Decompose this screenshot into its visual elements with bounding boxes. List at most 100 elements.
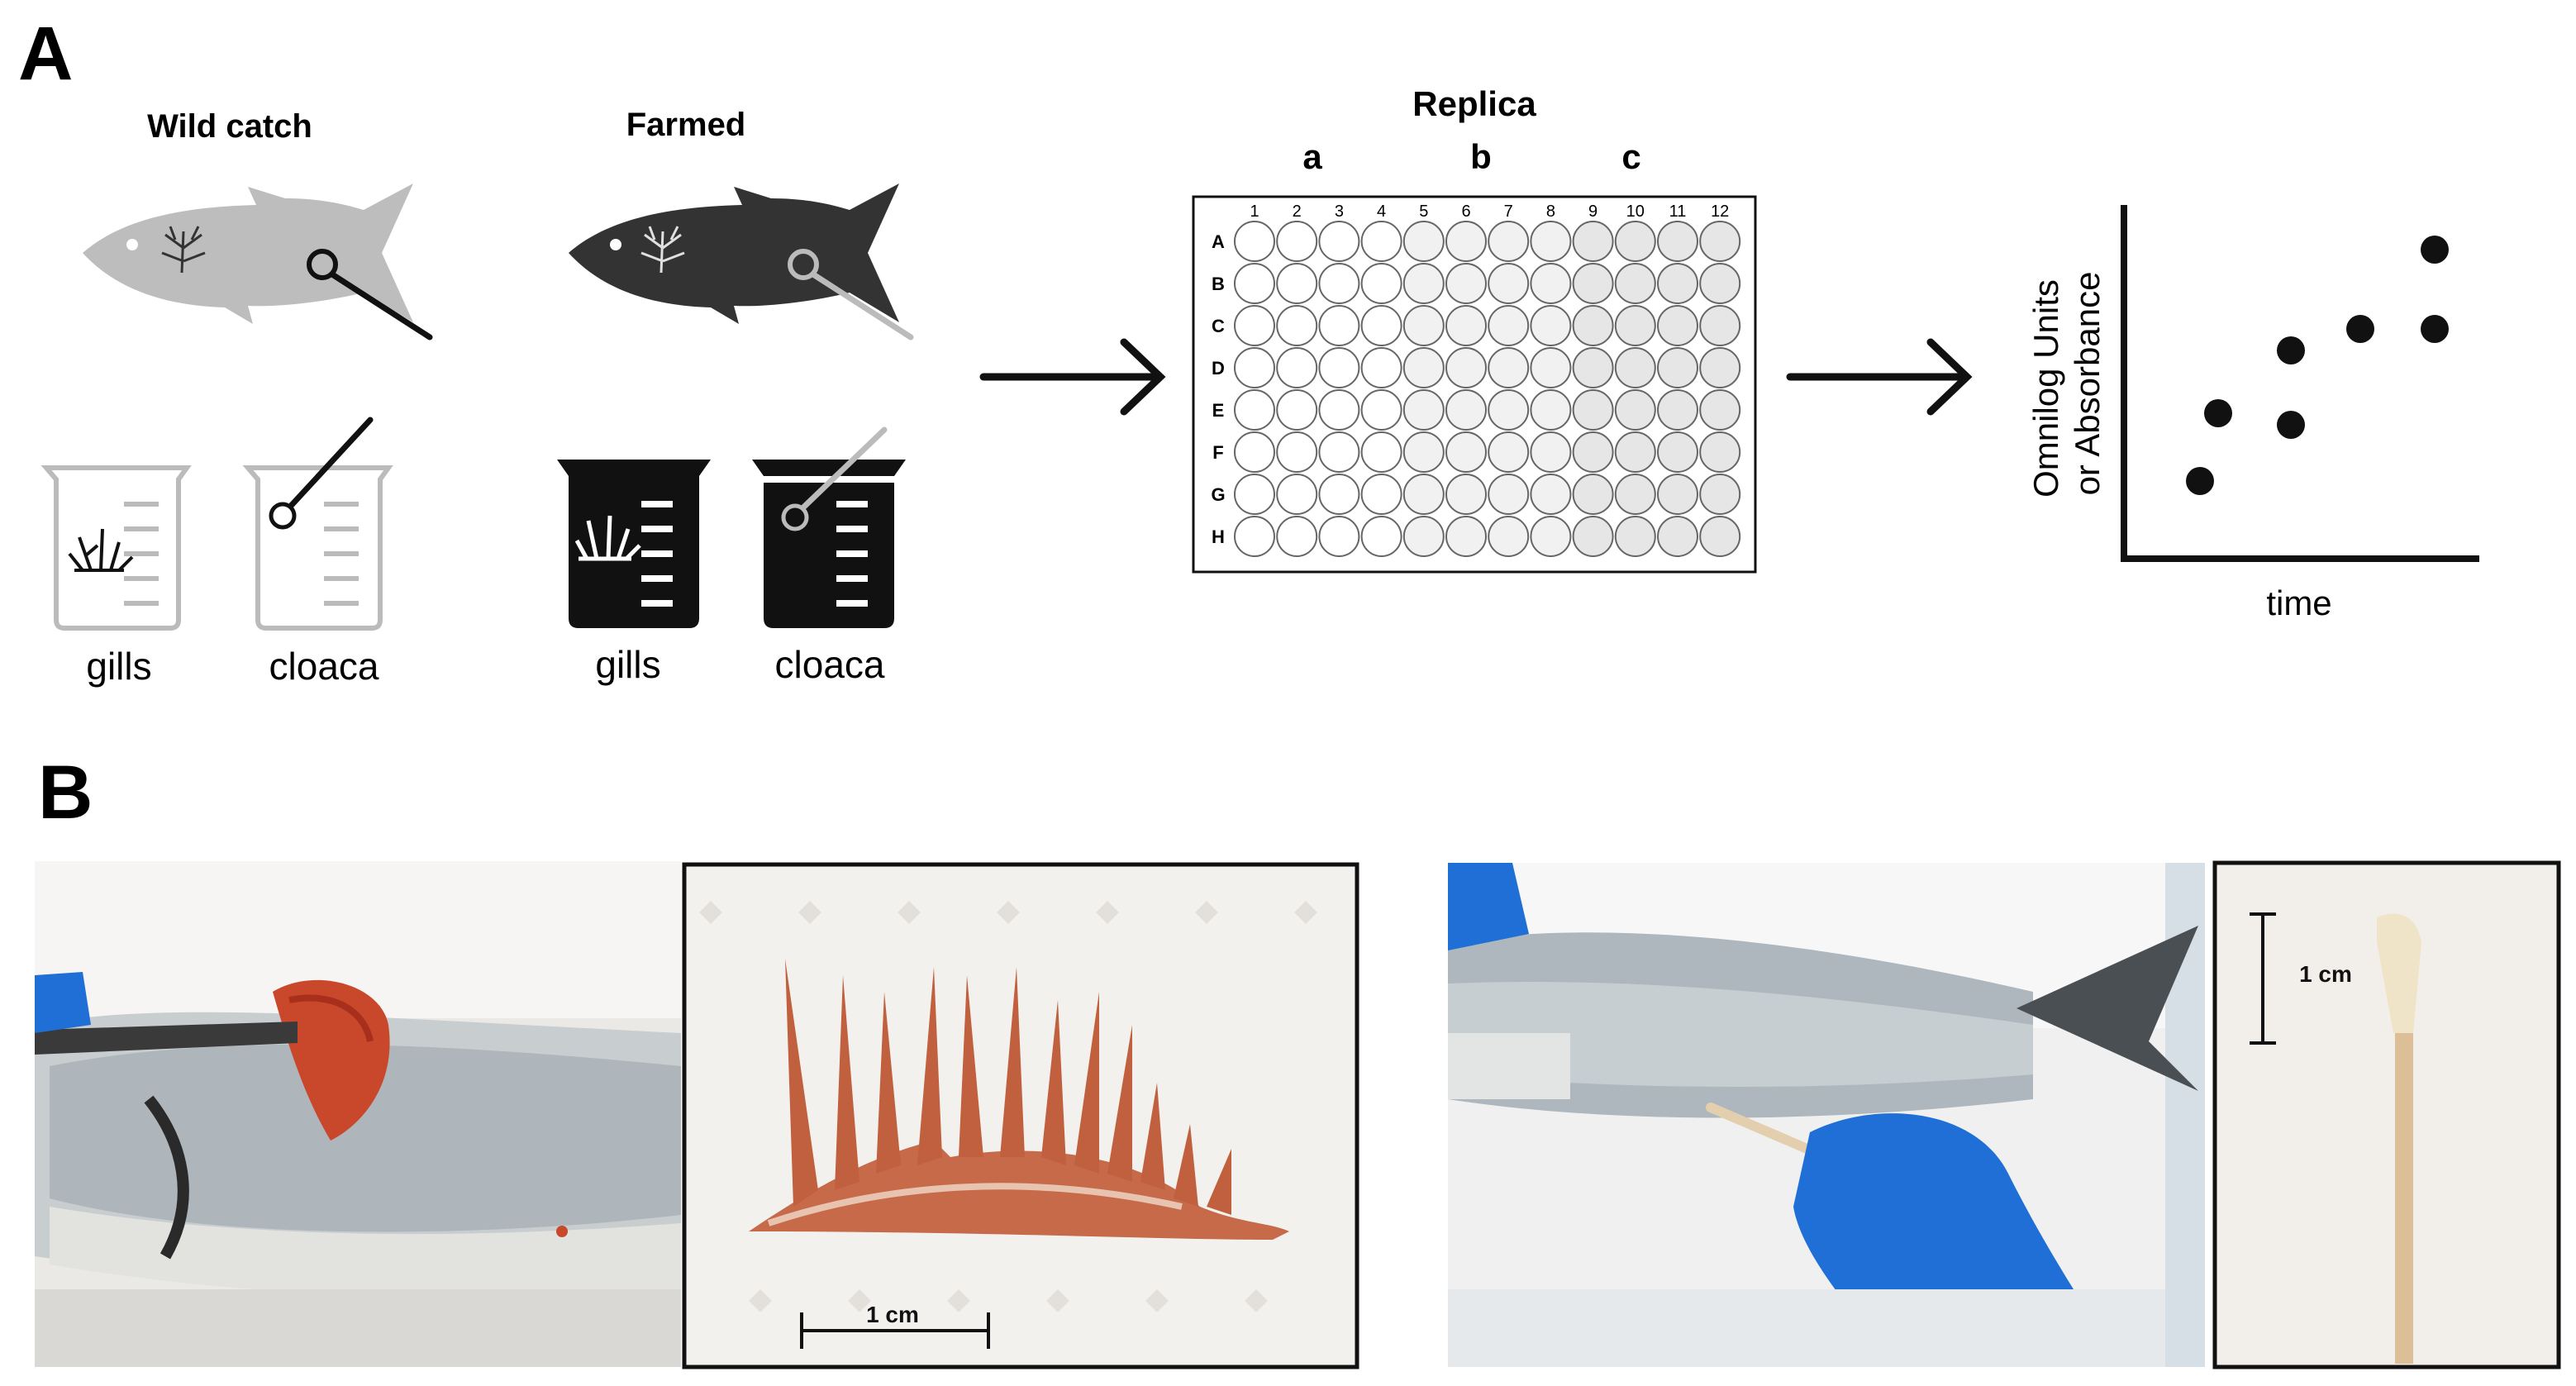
plate-well: [1318, 263, 1360, 304]
plot-point: [2186, 467, 2214, 495]
plate-well: [1445, 474, 1487, 515]
plate-well: [1234, 221, 1275, 262]
plate-well: [1402, 305, 1445, 346]
plate-well: [1318, 347, 1360, 388]
plate-well: [1402, 221, 1445, 262]
plate-well: [1572, 305, 1614, 346]
plate-well: [1488, 516, 1530, 557]
plate-well: [1318, 221, 1360, 262]
plate-well: [1488, 347, 1530, 388]
plate-well: [1318, 516, 1360, 557]
plate-well: [1276, 516, 1318, 557]
plate-well: [1572, 516, 1614, 557]
plate-column-label: 1: [1250, 202, 1259, 221]
plate-well: [1488, 474, 1530, 515]
plate-well: [1276, 431, 1318, 473]
plate-well: [1445, 431, 1487, 473]
plot-point: [2421, 315, 2449, 343]
plot-point: [2421, 236, 2449, 264]
plate-well: [1572, 474, 1614, 515]
plate-column-label: 6: [1461, 202, 1470, 221]
plot-ylabel-line2: or Absorbance: [2068, 272, 2107, 496]
plate-column-label: 7: [1504, 202, 1513, 221]
plate-well: [1445, 263, 1487, 304]
plate-well: [1699, 221, 1741, 262]
plate-well: [1488, 305, 1530, 346]
plate-well: [1614, 221, 1656, 262]
farmed-title: Farmed: [626, 107, 746, 143]
plate-well: [1360, 263, 1402, 304]
plate-well: [1445, 221, 1487, 262]
result-plot: Omnilog Units or Absorbance time: [2026, 205, 2479, 622]
plate-well: [1234, 389, 1275, 431]
wild-gills-beaker-icon: [40, 465, 192, 631]
plate-well: [1699, 347, 1741, 388]
plate-column-label: 3: [1335, 202, 1344, 221]
plate-well: [1530, 347, 1572, 388]
plot-point: [2346, 315, 2374, 343]
plate-well: [1657, 431, 1698, 473]
plate-well: [1657, 474, 1698, 515]
plate-well: [1572, 431, 1614, 473]
plate-well: [1318, 474, 1360, 515]
plate-well: [1445, 516, 1487, 557]
plate-well: [1402, 516, 1445, 557]
plate-well: [1402, 347, 1445, 388]
farmed-gills-label: gills: [595, 643, 660, 686]
plate-column-label: 11: [1669, 202, 1687, 221]
plate-well: [1445, 347, 1487, 388]
plate-well: [1276, 263, 1318, 304]
plot-ylabel-line1: Omnilog Units: [2026, 279, 2065, 498]
photo-swab-closeup: 1 cm: [2212, 860, 2561, 1369]
plate-well: [1488, 389, 1530, 431]
plate-column-label: 5: [1419, 202, 1428, 221]
plot-point: [2277, 336, 2305, 364]
plate-well: [1657, 263, 1698, 304]
plate-well: [1276, 389, 1318, 431]
replica-title: Replica: [1412, 84, 1536, 123]
plate-well: [1488, 263, 1530, 304]
panel-a-label: A: [18, 12, 73, 96]
plate-well: [1488, 221, 1530, 262]
plate-well: [1572, 221, 1614, 262]
wild-gills-label: gills: [86, 645, 151, 688]
plate-row-label: E: [1212, 400, 1225, 421]
plot-xlabel: time: [2266, 583, 2331, 622]
plate-well: [1572, 263, 1614, 304]
farmed-fish-icon: [569, 183, 914, 341]
plate-well: [1614, 389, 1656, 431]
plate-well: [1360, 389, 1402, 431]
plate-well: [1402, 263, 1445, 304]
plate-well: [1699, 516, 1741, 557]
farmed-gill-icon: [640, 226, 685, 274]
plate-well: [1614, 516, 1656, 557]
plate-well: [1276, 474, 1318, 515]
plate-well: [1572, 347, 1614, 388]
plate-well: [1234, 263, 1275, 304]
plate-column-label: 2: [1293, 202, 1302, 221]
plate-well: [1360, 221, 1402, 262]
plate-well: [1530, 389, 1572, 431]
plate-well: [1318, 431, 1360, 473]
plate-well: [1572, 389, 1614, 431]
plate-row-label: B: [1212, 274, 1225, 294]
plate-well: [1318, 305, 1360, 346]
plate-well: [1530, 474, 1572, 515]
arrow-to-plate: [979, 338, 1166, 416]
plate-row-label: D: [1212, 358, 1225, 379]
plate-well: [1488, 431, 1530, 473]
plate-well: [1234, 474, 1275, 515]
plate-column-label: 9: [1588, 202, 1598, 221]
gill-scale-label: 1 cm: [866, 1302, 919, 1327]
plate-well: [1360, 516, 1402, 557]
plate-column-label: 10: [1626, 202, 1645, 221]
photo-cloaca-swab: [1448, 863, 2205, 1367]
plate-well: [1614, 263, 1656, 304]
plot-point: [2277, 411, 2305, 439]
farmed-gills-beaker-icon: [557, 460, 711, 628]
plot-point: [2204, 399, 2232, 427]
plate-well: [1276, 221, 1318, 262]
plate-well: [1699, 263, 1741, 304]
